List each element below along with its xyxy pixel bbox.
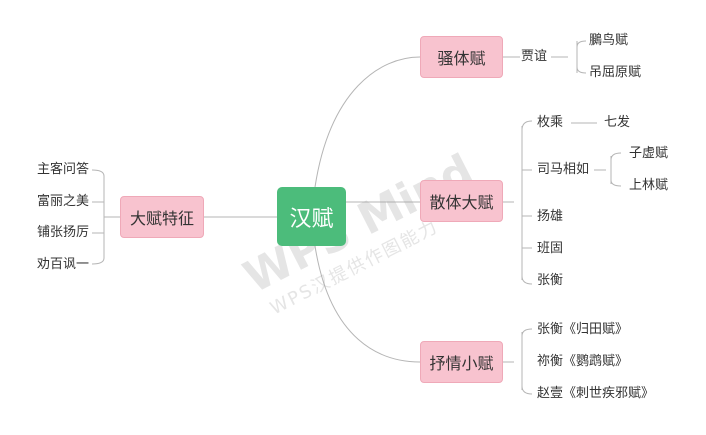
lyric-fu-item[interactable]: 祢衡《鹦鹉赋》 [537,354,629,369]
topic-label: 大赋特征 [129,209,194,228]
author-item[interactable]: 司马相如 [537,162,590,177]
author-item[interactable]: 贾谊 [521,49,548,64]
root-node[interactable]: 汉赋 [277,187,346,246]
topic-label: 骚体赋 [437,49,486,68]
author-item[interactable]: 枚乘 [537,115,564,130]
topic-dafu-features[interactable]: 大赋特征 [120,196,204,238]
topic-shuqing-xiaofu[interactable]: 抒情小赋 [420,341,503,383]
feature-item[interactable]: 劝百讽一 [37,257,90,272]
author-item[interactable]: 班固 [537,241,564,256]
lyric-fu-item[interactable]: 赵壹《刺世疾邪赋》 [537,386,655,401]
topic-label: 散体大赋 [429,193,494,212]
topic-saoti-fu[interactable]: 骚体赋 [420,36,503,78]
topic-label: 抒情小赋 [429,354,494,373]
topic-santi-dafu[interactable]: 散体大赋 [420,180,503,222]
feature-item[interactable]: 铺张扬厉 [37,225,90,240]
connector-sima-works [594,152,622,187]
connector-shuqing-bracket [503,328,533,395]
work-item[interactable]: 鵩鸟赋 [589,33,629,48]
work-item[interactable]: 子虚赋 [629,146,669,161]
work-item[interactable]: 上林赋 [629,178,669,193]
author-item[interactable]: 扬雄 [537,209,564,224]
feature-item[interactable]: 主客问答 [37,162,90,177]
connector-left-bracket [91,169,120,265]
connector-jiayi-works [551,40,587,74]
feature-item[interactable]: 富丽之美 [37,194,90,209]
work-item[interactable]: 七发 [604,115,631,130]
connector-santi-bracket [503,120,533,285]
connector-root-saoti [314,56,421,188]
lyric-fu-item[interactable]: 张衡《归田赋》 [537,322,629,337]
root-label: 汉赋 [289,206,334,232]
author-item[interactable]: 张衡 [537,273,564,288]
connector-root-shuqing [314,245,421,363]
work-item[interactable]: 吊屈原赋 [589,65,642,80]
